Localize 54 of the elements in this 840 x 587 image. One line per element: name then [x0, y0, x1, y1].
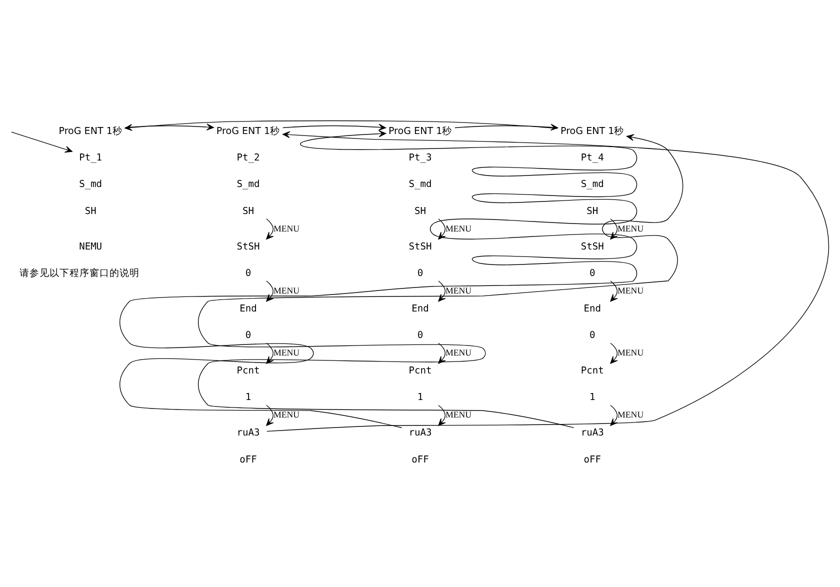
- node-text: 1: [245, 392, 252, 403]
- node-text: oFF: [584, 454, 601, 465]
- node-text: 0: [589, 330, 596, 341]
- edge-label: MENU: [445, 222, 472, 233]
- node-text: ProG ENT 1秒: [58, 125, 122, 136]
- edge-label: MENU: [273, 409, 300, 420]
- edge-label: MENU: [618, 347, 644, 358]
- node-text: SH: [84, 205, 96, 216]
- node-text: StSH: [580, 240, 604, 252]
- node-text: Pcnt: [408, 365, 432, 376]
- node-text: ProG ENT 1秒: [216, 125, 280, 136]
- node-text: SH: [242, 205, 254, 216]
- node-text: Pt_3: [408, 152, 432, 164]
- node-text: ProG ENT 1秒: [560, 125, 624, 136]
- node-text: 0: [417, 330, 424, 341]
- node-text: End: [412, 302, 429, 314]
- node-text: Pcnt: [236, 365, 260, 376]
- edge-label: MENU: [445, 284, 472, 295]
- node-text: ruA3: [236, 427, 260, 438]
- edge-label: MENU: [618, 284, 644, 295]
- node-text: NEMU: [79, 240, 102, 252]
- node-text: 1: [417, 392, 424, 403]
- node-text: ruA3: [408, 427, 432, 438]
- node-text: Pt_1: [79, 152, 102, 164]
- node-text: 1: [589, 392, 596, 403]
- node-text: 0: [245, 267, 252, 278]
- node-text: SH: [586, 205, 598, 216]
- node-text: ProG ENT 1秒: [388, 125, 452, 136]
- node-text: S_md: [580, 178, 604, 190]
- node-text: End: [240, 302, 257, 314]
- node-text: SH: [414, 205, 426, 216]
- edge-label: MENU: [273, 284, 300, 295]
- label: 请参见以下程序窗口的说明: [20, 267, 140, 278]
- node-text: StSH: [236, 240, 260, 252]
- node-text: S_md: [408, 178, 432, 190]
- edge-label: MENU: [273, 347, 300, 358]
- node-text: Pcnt: [580, 365, 604, 376]
- edge-label: MENU: [618, 222, 644, 233]
- node-text: 0: [589, 267, 596, 278]
- node-text: oFF: [412, 454, 429, 465]
- node-text: oFF: [240, 454, 257, 465]
- node-text: 0: [245, 330, 252, 341]
- node-text: S_md: [79, 178, 102, 190]
- node-text: 0: [417, 267, 424, 278]
- node-text: Pt_2: [236, 152, 260, 164]
- edge-label: MENU: [445, 409, 472, 420]
- edge-label: MENU: [618, 409, 644, 420]
- node-text: ruA3: [580, 427, 604, 438]
- node-text: End: [584, 302, 601, 314]
- edge-label: MENU: [273, 222, 300, 233]
- edge-label: MENU: [445, 347, 472, 358]
- node-text: Pt_4: [580, 152, 604, 164]
- node-text: StSH: [408, 240, 432, 252]
- node-text: S_md: [236, 178, 260, 190]
